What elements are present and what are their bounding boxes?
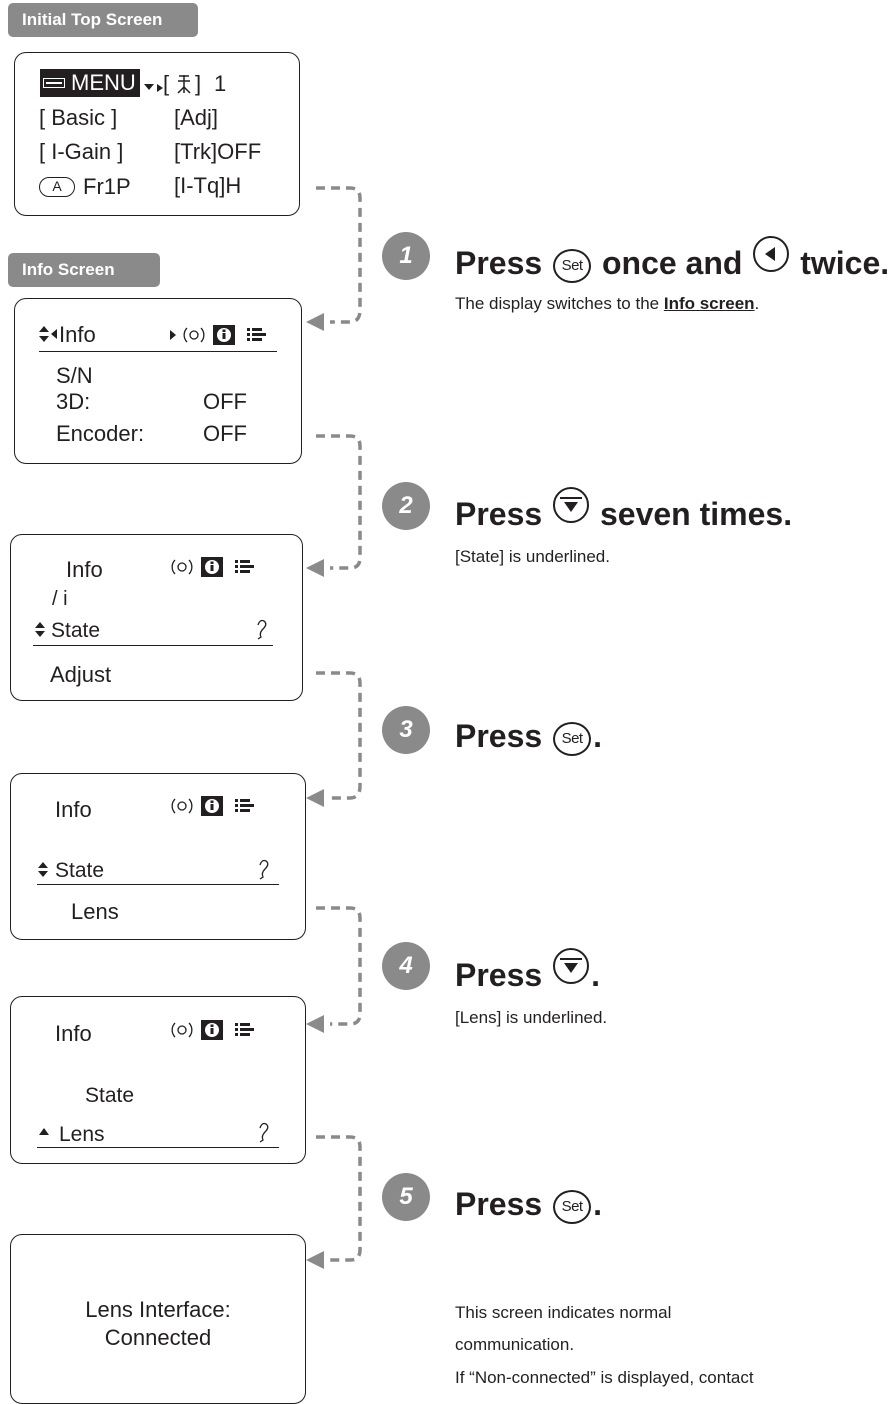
connector-1 — [316, 186, 362, 324]
down-button-icon — [553, 487, 590, 523]
initial-top-screen-tab: Initial Top Screen — [8, 3, 198, 37]
state-underline — [33, 645, 273, 646]
info-header: Info — [55, 1021, 92, 1046]
arrow-down-right-icon — [144, 84, 163, 92]
state-adjust-lcd: Info / i State Adjust — [10, 534, 303, 701]
initial-top-lcd: MENU [ ] 1 [ Basic ] [Adj] [ I-Gain ] [T… — [14, 52, 300, 216]
down-button-icon — [553, 948, 590, 984]
step-2-title: Press seven times. — [455, 487, 792, 534]
info-screen-link[interactable]: Info screen — [663, 294, 755, 313]
step-1-title-c: twice. — [800, 245, 890, 281]
step-1-badge: 1 — [382, 232, 430, 280]
connector-2 — [316, 434, 362, 570]
step-2-title-b: seven times. — [599, 496, 793, 532]
status-icons — [171, 1018, 271, 1047]
info-header-rule — [39, 351, 277, 352]
lens-interface-label: Lens Interface: — [85, 1297, 231, 1322]
set-button-icon: Set — [553, 1190, 592, 1224]
updown-icon — [38, 862, 48, 877]
step-2-desc: [State] is underlined. — [455, 547, 610, 566]
step-5-badge: 5 — [382, 1173, 430, 1221]
menu-label: MENU — [71, 70, 136, 95]
step-1-desc-b: . — [754, 294, 760, 313]
dial-number: 1 — [214, 71, 227, 96]
step-3-title-b: . — [593, 718, 602, 754]
set-button-icon: Set — [553, 249, 592, 283]
left-button-icon — [753, 236, 790, 272]
lens-label: Lens — [71, 899, 119, 924]
connector-3 — [316, 671, 362, 800]
connector-4 — [316, 906, 362, 1026]
step-3-title-a: Press — [455, 718, 543, 754]
squiggle-icon — [259, 859, 269, 880]
trk-item: [Trk]OFF — [174, 139, 262, 164]
connector-5 — [316, 1135, 362, 1262]
step-4-badge: 4 — [382, 942, 430, 990]
state-item: State — [55, 859, 105, 882]
info-header: Info — [55, 797, 92, 822]
step-1-title-a: Press — [455, 245, 543, 281]
step-1-title: Press Set once and twice. — [455, 236, 889, 283]
step-4-title-b: . — [591, 957, 600, 993]
state-underline — [37, 884, 279, 885]
encoder-value: OFF — [203, 421, 247, 446]
threed-label: 3D: — [56, 389, 91, 414]
path-label: / i — [52, 588, 68, 610]
threed-value: OFF — [203, 389, 247, 414]
right-arrow-icon — [170, 330, 176, 340]
step-4-title: Press . — [455, 948, 600, 995]
status-icons — [171, 794, 271, 823]
step-5-title-a: Press — [455, 1186, 543, 1222]
updown-left-icon — [39, 326, 57, 342]
step-1-desc: The display switches to the Info screen. — [455, 292, 759, 316]
step-2-badge: 2 — [382, 482, 430, 530]
step-5-title-b: . — [593, 1186, 602, 1222]
step-5-title: Press Set. — [455, 1184, 602, 1224]
state-item: State — [51, 619, 101, 642]
step-5-desc-1: This screen indicates normal — [455, 1303, 672, 1322]
step-1-title-b: once and — [601, 245, 743, 281]
squiggle-icon — [257, 619, 267, 640]
info-lcd: Info S/N 3D: OFF Encoder: OFF — [14, 298, 302, 464]
step-5-desc-2: communication. — [455, 1335, 575, 1354]
status-icons — [183, 323, 283, 352]
step-5-desc-3: If “Non-connected” is displayed, contact — [455, 1368, 754, 1387]
step-4-desc: [Lens] is underlined. — [455, 1008, 608, 1027]
state-item: State — [85, 1084, 135, 1107]
state-lens-lcd: Info State Lens — [10, 773, 306, 940]
itq-item: [I-Tq]H — [174, 173, 242, 198]
step-4-title-a: Press — [455, 957, 543, 993]
lens-selected-lcd: Info State Lens — [10, 996, 306, 1164]
lens-underline — [37, 1147, 279, 1148]
updown-icon — [35, 622, 45, 637]
step-1-desc-a: The display switches to the — [455, 294, 660, 313]
info-header: Info — [66, 557, 103, 582]
encoder-label: Encoder: — [56, 421, 145, 446]
status-icons — [171, 555, 271, 584]
adjust-label: Adjust — [50, 662, 112, 687]
lens-interface-lcd: Lens Interface: Connected — [10, 1234, 306, 1404]
lens-item: Lens — [59, 1123, 105, 1146]
figure-icon — [177, 75, 191, 94]
menu-grid-icon — [43, 78, 65, 88]
set-button-icon: Set — [553, 722, 592, 756]
dial-bracket-open: [ — [163, 71, 170, 96]
sn-label: S/N — [56, 363, 93, 388]
squiggle-icon — [259, 1122, 269, 1143]
igain-item: [ I-Gain ] — [39, 139, 124, 164]
info-header: Info — [59, 322, 96, 347]
step-2-title-a: Press — [455, 496, 543, 532]
signal-icon — [183, 327, 205, 343]
step-3-title: Press Set. — [455, 716, 602, 756]
basic-item: [ Basic ] — [39, 105, 118, 130]
fr1p-item: Fr1P — [83, 174, 131, 199]
adj-item: [Adj] — [174, 105, 219, 130]
dial-bracket-close: ] — [195, 71, 202, 96]
step-3-badge: 3 — [382, 706, 430, 754]
a-badge: A — [39, 177, 75, 197]
info-screen-tab: Info Screen — [8, 253, 160, 287]
connected-status: Connected — [104, 1325, 212, 1350]
up-arrow-icon — [39, 1128, 49, 1135]
